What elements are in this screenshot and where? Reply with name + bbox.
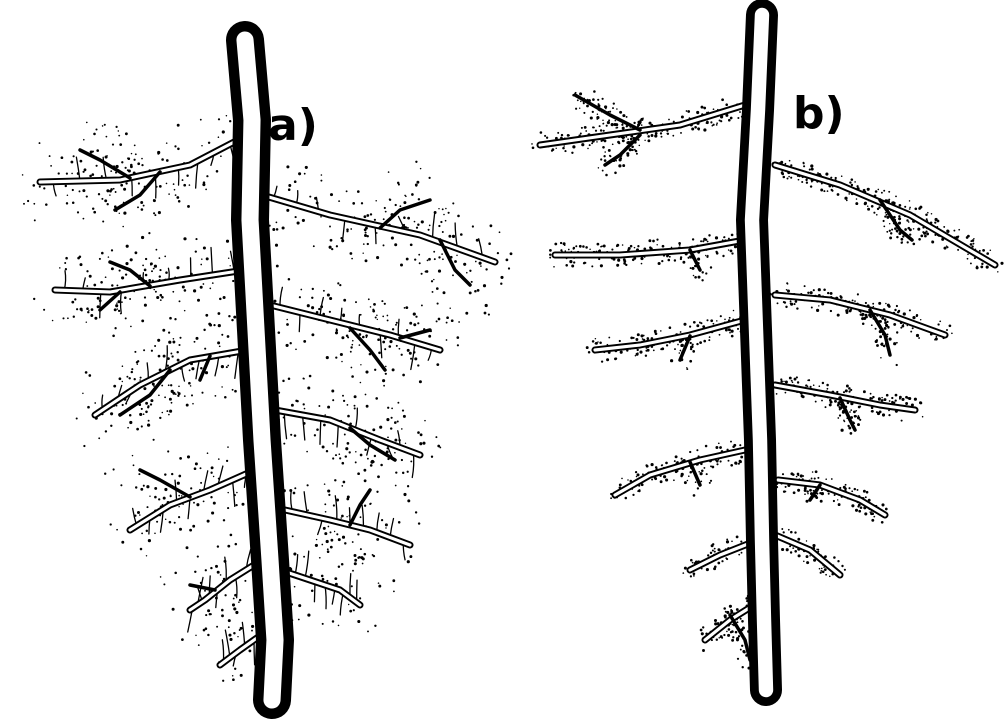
panel-label-b: b) [793, 88, 845, 139]
root-hair [233, 480, 235, 506]
lateral-root [615, 450, 745, 495]
sub-lateral-root [400, 330, 430, 338]
root-hair [411, 343, 415, 370]
lateral-root [595, 320, 745, 350]
lateral-root [775, 165, 995, 265]
root-hair [100, 292, 101, 318]
lateral-root [95, 350, 248, 415]
panel-a-root-with-root-hairs: a) [22, 40, 513, 700]
sub-lateral-root [110, 262, 150, 286]
root-hair [433, 214, 435, 240]
panel-label-a: a) [268, 100, 318, 151]
root-hair [284, 412, 286, 439]
root-hair [211, 248, 212, 275]
sub-lateral-root [190, 585, 215, 590]
taproot-b [752, 15, 766, 690]
panel-b-root-without-root-hairs: b) [531, 5, 1003, 693]
root-hair [320, 418, 321, 444]
sub-lateral-root [690, 462, 700, 485]
sub-lateral-root [380, 200, 430, 228]
root-hair [76, 157, 80, 181]
sub-lateral-root [350, 490, 370, 525]
root-hair [305, 551, 309, 578]
lateral-root [775, 535, 840, 575]
